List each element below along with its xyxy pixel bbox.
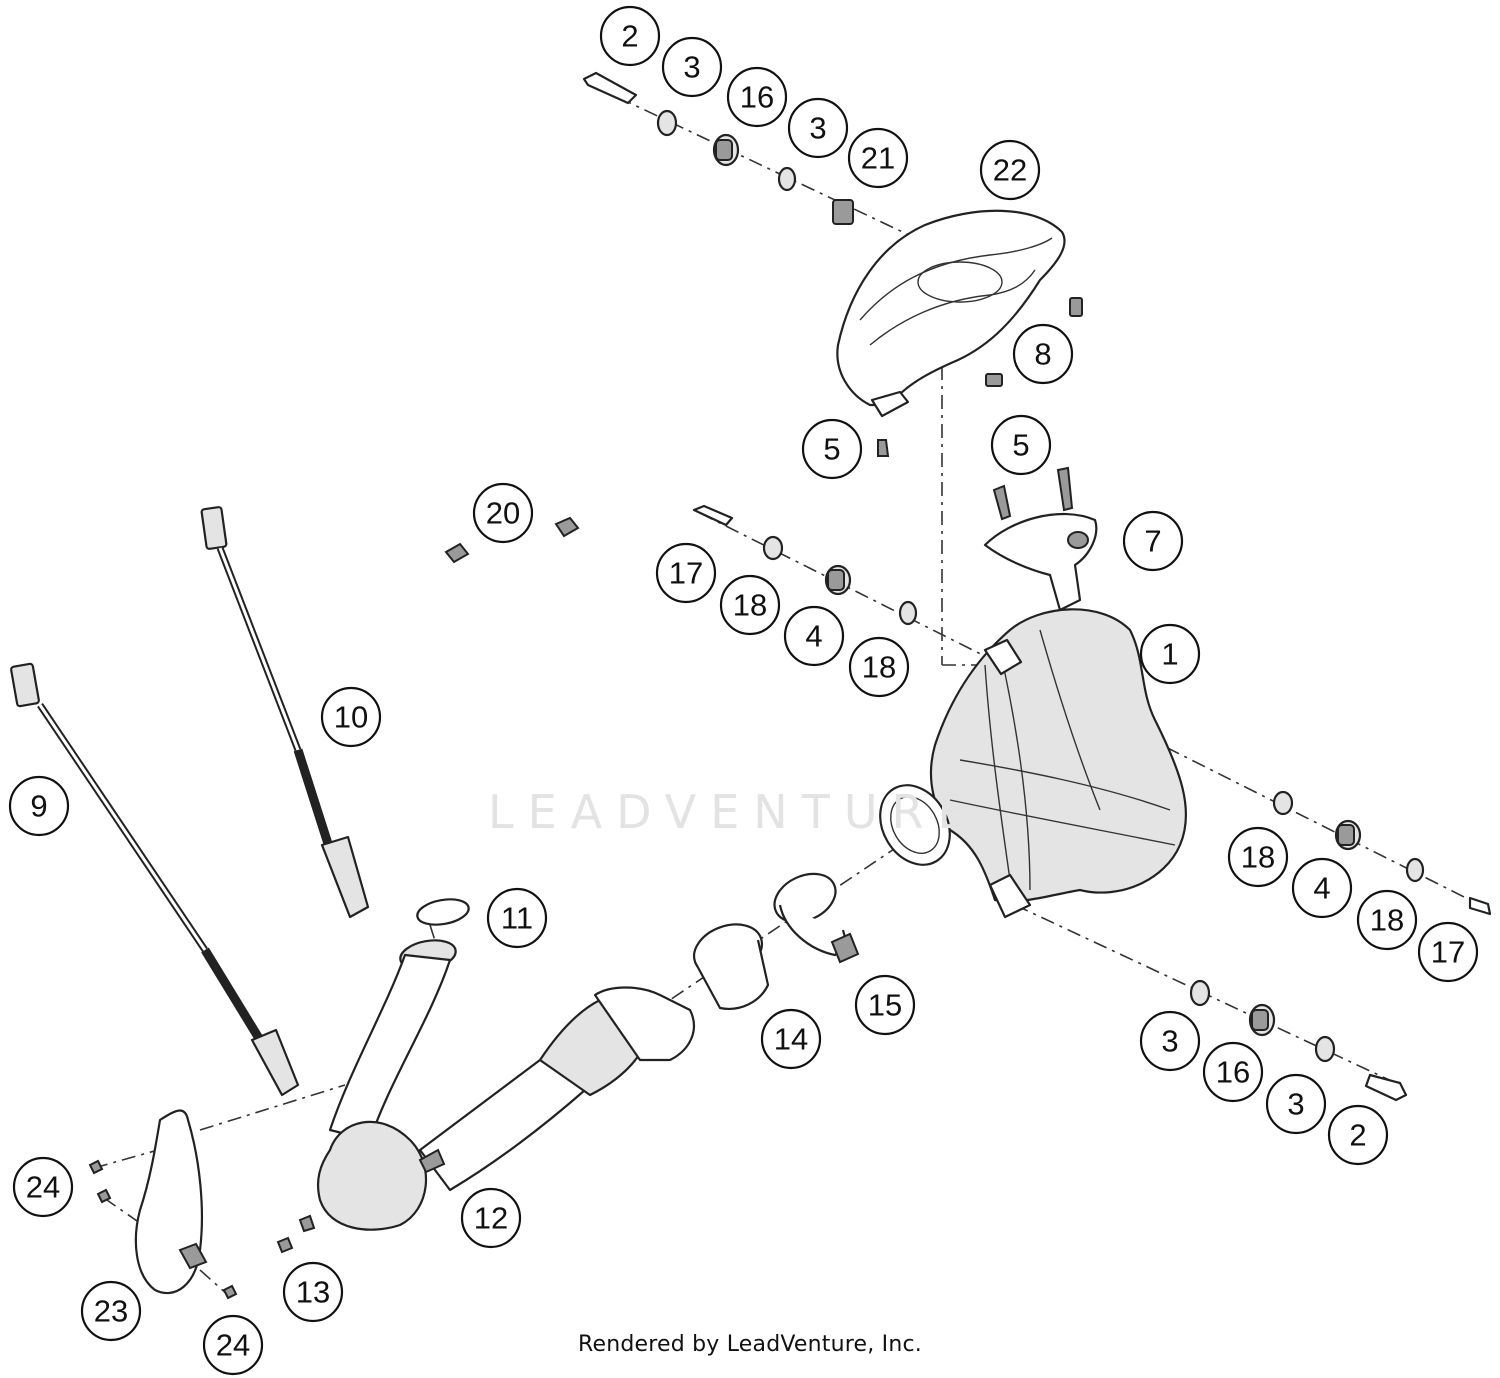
callout-label: 4	[1313, 871, 1330, 906]
callout-label: 18	[862, 650, 896, 685]
callout-label: 18	[733, 588, 767, 623]
callout-label: 3	[683, 50, 700, 85]
heat-guard-23	[88, 1109, 238, 1300]
oxygen-sensor-10	[200, 506, 370, 919]
callout-label: 17	[1431, 935, 1465, 970]
callout-22: 22	[979, 139, 1041, 201]
callout-3: 3	[787, 97, 849, 159]
callout-2: 2	[599, 5, 661, 67]
callout-18: 18	[1227, 826, 1289, 888]
callout-2: 2	[1327, 1104, 1389, 1166]
callout-label: 23	[94, 1294, 128, 1329]
side-mount-hardware-left	[692, 504, 918, 626]
callout-label: 10	[334, 700, 368, 735]
callouts: 2 3 16 3 21 22 8 5	[8, 5, 1479, 1376]
callout-4: 4	[783, 605, 845, 667]
callout-label: 12	[474, 1201, 508, 1236]
callout-18: 18	[848, 636, 910, 698]
callout-label: 15	[868, 988, 902, 1023]
callout-label: 2	[1349, 1118, 1366, 1153]
callout-3: 3	[1265, 1073, 1327, 1135]
callout-label: 16	[1216, 1055, 1250, 1090]
callout-label: 21	[861, 141, 895, 176]
upper-mount-hardware	[582, 71, 854, 225]
callout-11: 11	[486, 887, 548, 949]
callout-label: 4	[805, 619, 822, 654]
callout-label: 8	[1034, 337, 1051, 372]
callout-label: 3	[1161, 1024, 1178, 1059]
callout-16: 16	[1202, 1041, 1264, 1103]
callout-label: 22	[993, 153, 1027, 188]
callout-23: 23	[80, 1280, 142, 1342]
callout-13: 13	[282, 1261, 344, 1323]
clip-20-right	[554, 516, 580, 538]
callout-18: 18	[719, 574, 781, 636]
callout-label: 11	[501, 901, 533, 936]
callout-label: 9	[30, 789, 47, 824]
callout-label: 5	[823, 432, 840, 467]
callout-label: 2	[621, 19, 638, 54]
callout-1: 1	[1139, 623, 1201, 685]
callout-9: 9	[8, 775, 70, 837]
callout-3: 3	[661, 36, 723, 98]
callout-label: 24	[26, 1170, 60, 1205]
callout-21: 21	[847, 127, 909, 189]
muffler-1	[879, 608, 1188, 919]
lower-mount-hardware	[1189, 979, 1408, 1102]
callout-5: 5	[990, 414, 1052, 476]
callout-8: 8	[1012, 323, 1074, 385]
bracket-7	[983, 466, 1098, 612]
callout-label: 16	[740, 80, 774, 115]
clamp-15	[773, 872, 860, 964]
clip-8-upper	[1069, 297, 1083, 317]
callout-14: 14	[760, 1008, 822, 1070]
callout-label: 20	[486, 496, 520, 531]
callout-7: 7	[1122, 510, 1184, 572]
sleeve-14	[693, 923, 770, 1010]
callout-18: 18	[1356, 889, 1418, 951]
callout-10: 10	[320, 686, 382, 748]
callout-24: 24	[202, 1314, 264, 1376]
clip-8-lower	[985, 373, 1003, 387]
callout-label: 24	[216, 1328, 250, 1363]
callout-15: 15	[854, 974, 916, 1036]
callout-12: 12	[460, 1187, 522, 1249]
callout-label: 7	[1144, 524, 1161, 559]
callout-label: 18	[1241, 840, 1275, 875]
callout-label: 13	[296, 1275, 330, 1310]
callout-17: 17	[655, 542, 717, 604]
heat-shield-22	[836, 209, 1066, 457]
callout-17: 17	[1417, 921, 1479, 983]
oxygen-sensor-9	[10, 662, 300, 1097]
callout-5: 5	[801, 418, 863, 480]
footer-credit: Rendered by LeadVenture, Inc.	[578, 1332, 922, 1357]
callout-label: 3	[809, 111, 826, 146]
callout-label: 17	[669, 556, 703, 591]
callout-label: 18	[1370, 903, 1404, 938]
header-pipe-12	[276, 898, 695, 1254]
callout-3: 3	[1139, 1010, 1201, 1072]
callout-24: 24	[12, 1156, 74, 1218]
clip-20-left	[444, 542, 470, 564]
callout-label: 3	[1287, 1087, 1304, 1122]
callout-4: 4	[1291, 857, 1353, 919]
callout-20: 20	[472, 482, 534, 544]
callout-label: 14	[774, 1022, 808, 1057]
callout-label: 5	[1012, 428, 1029, 463]
side-mount-hardware-right	[1272, 790, 1492, 916]
callout-16: 16	[726, 66, 788, 128]
callout-label: 1	[1161, 637, 1178, 672]
